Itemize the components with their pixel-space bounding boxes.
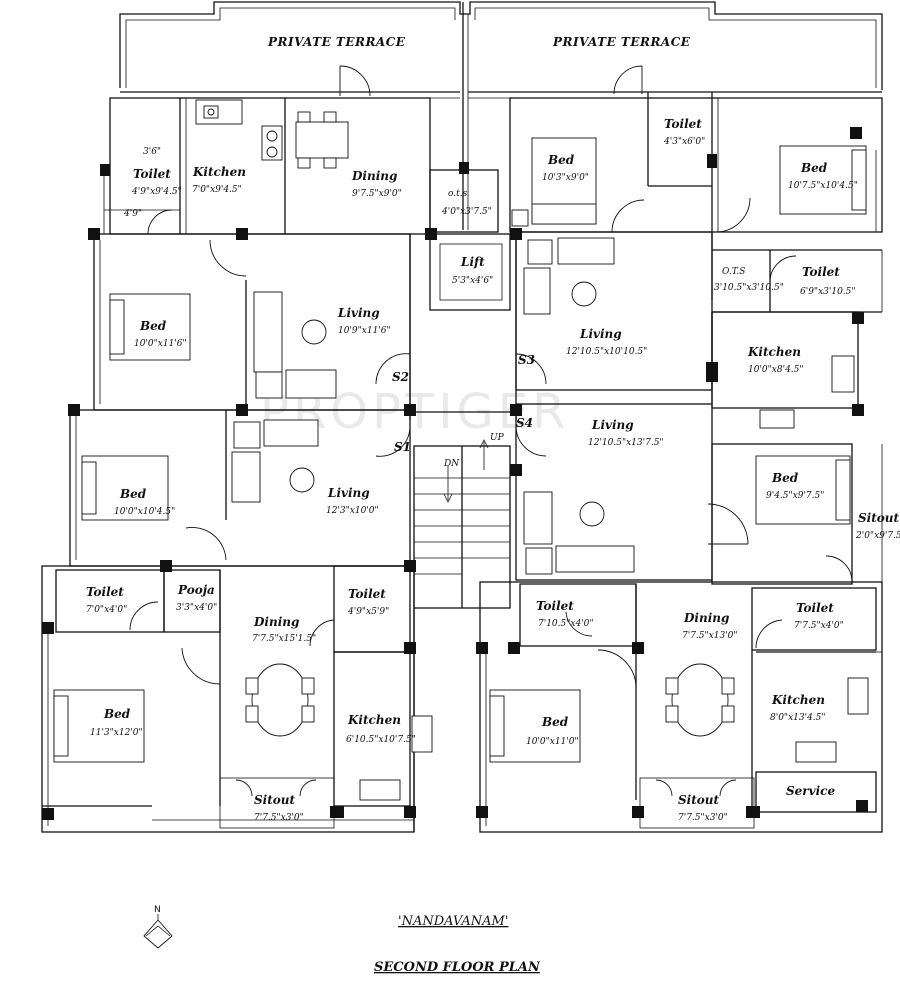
b-living-label: Living bbox=[579, 327, 622, 341]
d-bed2-size: 10'0"x11'0" bbox=[526, 737, 579, 747]
a-living-label: Living bbox=[337, 306, 380, 320]
terrace-right-label: PRIVATE TERRACE bbox=[552, 35, 691, 49]
c-dining-size: 7'7.5"x15'1.5" bbox=[252, 634, 316, 644]
stair-up-label: UP bbox=[490, 433, 505, 443]
c-bed2-label: Bed bbox=[103, 707, 131, 721]
a-dim-2: 4'9" bbox=[123, 209, 142, 219]
d-living-size: 12'10.5"x13'7.5" bbox=[588, 438, 664, 448]
s4-label: S4 bbox=[516, 416, 533, 430]
s1-label: S1 bbox=[394, 440, 411, 454]
doors bbox=[129, 65, 853, 797]
a-living-size: 10'9"x11'6" bbox=[338, 326, 391, 336]
d-dining-label: Dining bbox=[683, 611, 729, 625]
lift-size: 5'3"x4'6" bbox=[452, 276, 493, 286]
d-bed-size: 9'4.5"x9'7.5" bbox=[766, 491, 824, 501]
c-kitchen-label: Kitchen bbox=[347, 713, 401, 727]
c-kitchen-size: 6'10.5"x10'7.5" bbox=[346, 735, 416, 745]
north-arrow: N bbox=[143, 905, 173, 949]
a-bed-label: Bed bbox=[139, 319, 167, 333]
terrace-left-label: PRIVATE TERRACE bbox=[267, 35, 406, 49]
a-dim-1: 3'6" bbox=[143, 147, 161, 157]
d-kitchen-label: Kitchen bbox=[771, 693, 825, 707]
lift-label: Lift bbox=[460, 255, 485, 269]
a-toilet-label: Toilet bbox=[133, 167, 171, 181]
north-label: N bbox=[154, 905, 161, 915]
d-toilet2-label: Toilet bbox=[796, 601, 834, 615]
d-toilet1-label: Toilet bbox=[536, 599, 574, 613]
ots2-label: O.T.S bbox=[722, 267, 745, 277]
d-sitout2-label: Sitout bbox=[678, 793, 719, 807]
d-kitchen-size: 8'0"x13'4.5" bbox=[770, 713, 826, 723]
a-toilet-size: 4'9"x9'4.5" bbox=[131, 187, 182, 197]
c-pooja-size: 3'3"x4'0" bbox=[176, 603, 217, 613]
c-bed2-size: 11'3"x12'0" bbox=[90, 728, 143, 738]
c-bed-size: 10'0"x10'4.5" bbox=[114, 507, 175, 517]
d-toilet2-size: 7'7.5"x4'0" bbox=[794, 621, 844, 631]
b-toilet1-size: 4'3"x6'0" bbox=[663, 137, 705, 147]
b-toilet2-label: Toilet bbox=[802, 265, 840, 279]
a-kitchen-size: 7'0"x9'4.5" bbox=[192, 185, 242, 195]
b-bed2-size: 10'7.5"x10'4.5" bbox=[788, 181, 858, 191]
d-bed2-label: Bed bbox=[541, 715, 569, 729]
a-dining-size: 9'7.5"x9'0" bbox=[352, 189, 402, 199]
a-kitchen-label: Kitchen bbox=[192, 165, 246, 179]
b-toilet1-label: Toilet bbox=[664, 117, 702, 131]
c-toilet2-size: 4'9"x5'9" bbox=[347, 607, 389, 617]
c-toilet2-label: Toilet bbox=[348, 587, 386, 601]
a-bed-size: 10'0"x11'6" bbox=[134, 339, 187, 349]
d-service-label: Service bbox=[786, 784, 835, 798]
b-kitchen-size: 10'0"x8'4.5" bbox=[748, 365, 804, 375]
s3-label: S3 bbox=[518, 353, 535, 367]
structural-columns bbox=[42, 127, 868, 820]
c-sitout-label: Sitout bbox=[254, 793, 295, 807]
room-labels: PRIVATE TERRACE PRIVATE TERRACE Toilet 4… bbox=[86, 35, 900, 823]
c-dining-label: Dining bbox=[253, 615, 299, 629]
c-bed-label: Bed bbox=[119, 487, 147, 501]
walls bbox=[41, 1, 883, 833]
ots2-size: 3'10.5"x3'10.5" bbox=[714, 283, 784, 293]
d-sitout-label: Sitout bbox=[858, 511, 899, 525]
project-name: 'NANDAVANAM' bbox=[398, 914, 508, 929]
a-dining-label: Dining bbox=[351, 169, 397, 183]
d-bed-label: Bed bbox=[771, 471, 799, 485]
c-living-size: 12'3"x10'0" bbox=[326, 506, 379, 516]
c-toilet1-size: 7'0"x4'0" bbox=[86, 605, 127, 615]
b-kitchen-label: Kitchen bbox=[747, 345, 801, 359]
plan-title: SECOND FLOOR PLAN bbox=[374, 960, 541, 975]
b-bed1-label: Bed bbox=[547, 153, 575, 167]
c-pooja-label: Pooja bbox=[177, 583, 215, 597]
c-sitout-size: 7'7.5"x3'0" bbox=[254, 813, 304, 823]
c-toilet1-label: Toilet bbox=[86, 585, 124, 599]
b-bed1-size: 10'3"x9'0" bbox=[542, 173, 589, 183]
b-toilet2-size: 6'9"x3'10.5" bbox=[800, 287, 856, 297]
ots1-size: 4'0"x3'7.5" bbox=[441, 207, 492, 217]
d-sitout-size: 2'0"x9'7.5" bbox=[855, 531, 900, 541]
s2-label: S2 bbox=[392, 370, 409, 384]
stair-dn-label: DN bbox=[443, 459, 460, 469]
b-living-size: 12'10.5"x10'10.5" bbox=[566, 347, 647, 357]
d-sitout2-size: 7'7.5"x3'0" bbox=[678, 813, 728, 823]
ots1-label: o.t.s bbox=[448, 189, 468, 199]
b-bed2-label: Bed bbox=[800, 161, 828, 175]
d-living-label: Living bbox=[591, 418, 634, 432]
d-toilet1-size: 7'10.5"x4'0" bbox=[538, 619, 594, 629]
d-dining-size: 7'7.5"x13'0" bbox=[682, 631, 738, 641]
c-living-label: Living bbox=[327, 486, 370, 500]
furniture bbox=[53, 99, 869, 801]
